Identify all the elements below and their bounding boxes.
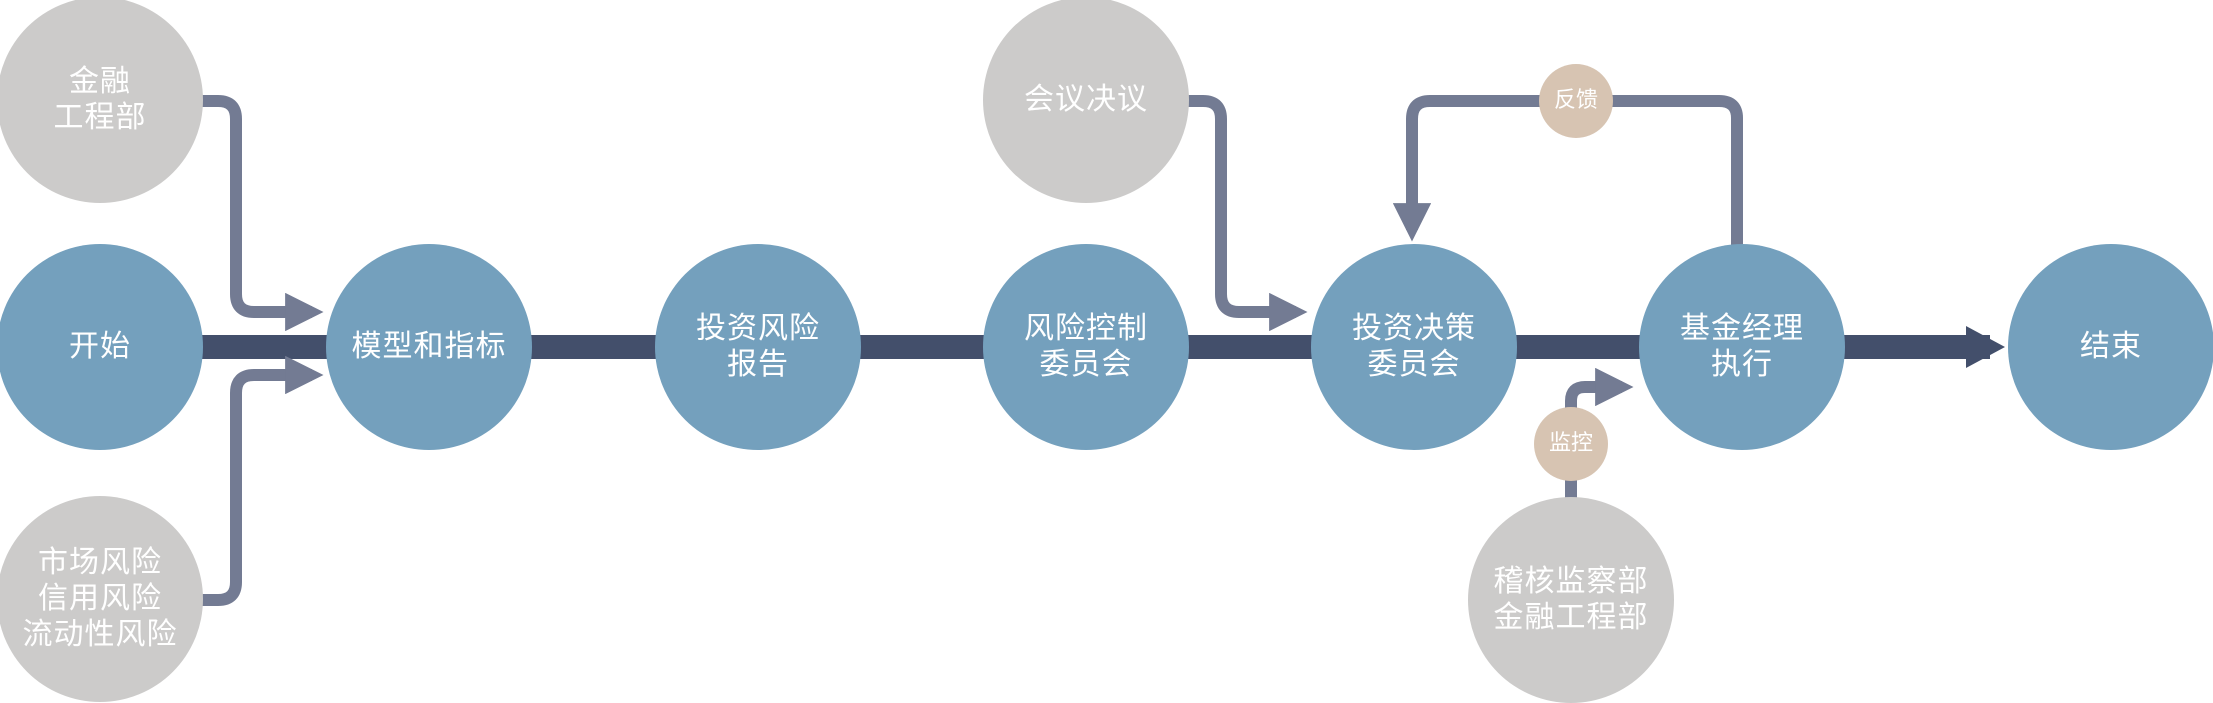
connector-fin-eng-to-model	[200, 95, 324, 332]
node-meeting-resolution: 会议决议	[983, 0, 1189, 203]
node-risk-types: 市场风险 信用风险 流动性风险	[0, 496, 203, 702]
node-investment-decision-committee: 投资决策 委员会	[1311, 244, 1517, 450]
node-model-and-indicators: 模型和指标	[326, 244, 532, 450]
tag-monitor: 监控	[1534, 407, 1608, 481]
node-fin-eng-label: 金融 工程部	[53, 64, 147, 135]
node-risk-control-committee: 风险控制 委员会	[983, 244, 1189, 450]
node-audit-label: 稽核监察部 金融工程部	[1493, 564, 1649, 635]
tag-feedback-label: 反馈	[1553, 88, 1598, 113]
node-investment-risk-report: 投资风险 报告	[655, 244, 861, 450]
node-end-label: 结束	[2080, 329, 2142, 364]
node-model-label: 模型和指标	[351, 329, 507, 364]
node-financial-engineering-dept: 金融 工程部	[0, 0, 203, 203]
tag-feedback: 反馈	[1539, 64, 1613, 138]
connector-risk-types-to-model	[200, 355, 324, 606]
node-start: 开始	[0, 244, 203, 450]
node-risk-types-label: 市场风险 信用风险 流动性风险	[22, 545, 178, 652]
node-end: 结束	[2008, 244, 2213, 450]
connector-resolution-to-decision	[1186, 95, 1308, 332]
node-report-label: 投资风险 报告	[696, 311, 820, 382]
node-decision-committee-label: 投资决策 委员会	[1352, 311, 1476, 382]
node-manager-label: 基金经理 执行	[1680, 311, 1804, 382]
node-fund-manager-execution: 基金经理 执行	[1639, 244, 1845, 450]
node-audit-and-fin-eng: 稽核监察部 金融工程部	[1468, 497, 1674, 703]
node-resolution-label: 会议决议	[1024, 82, 1148, 117]
node-start-label: 开始	[69, 329, 131, 364]
connector-monitor	[1565, 367, 1634, 500]
tag-monitor-label: 监控	[1548, 431, 1593, 456]
node-risk-committee-label: 风险控制 委员会	[1024, 311, 1148, 382]
main-flow-arrowhead	[1966, 326, 2005, 368]
